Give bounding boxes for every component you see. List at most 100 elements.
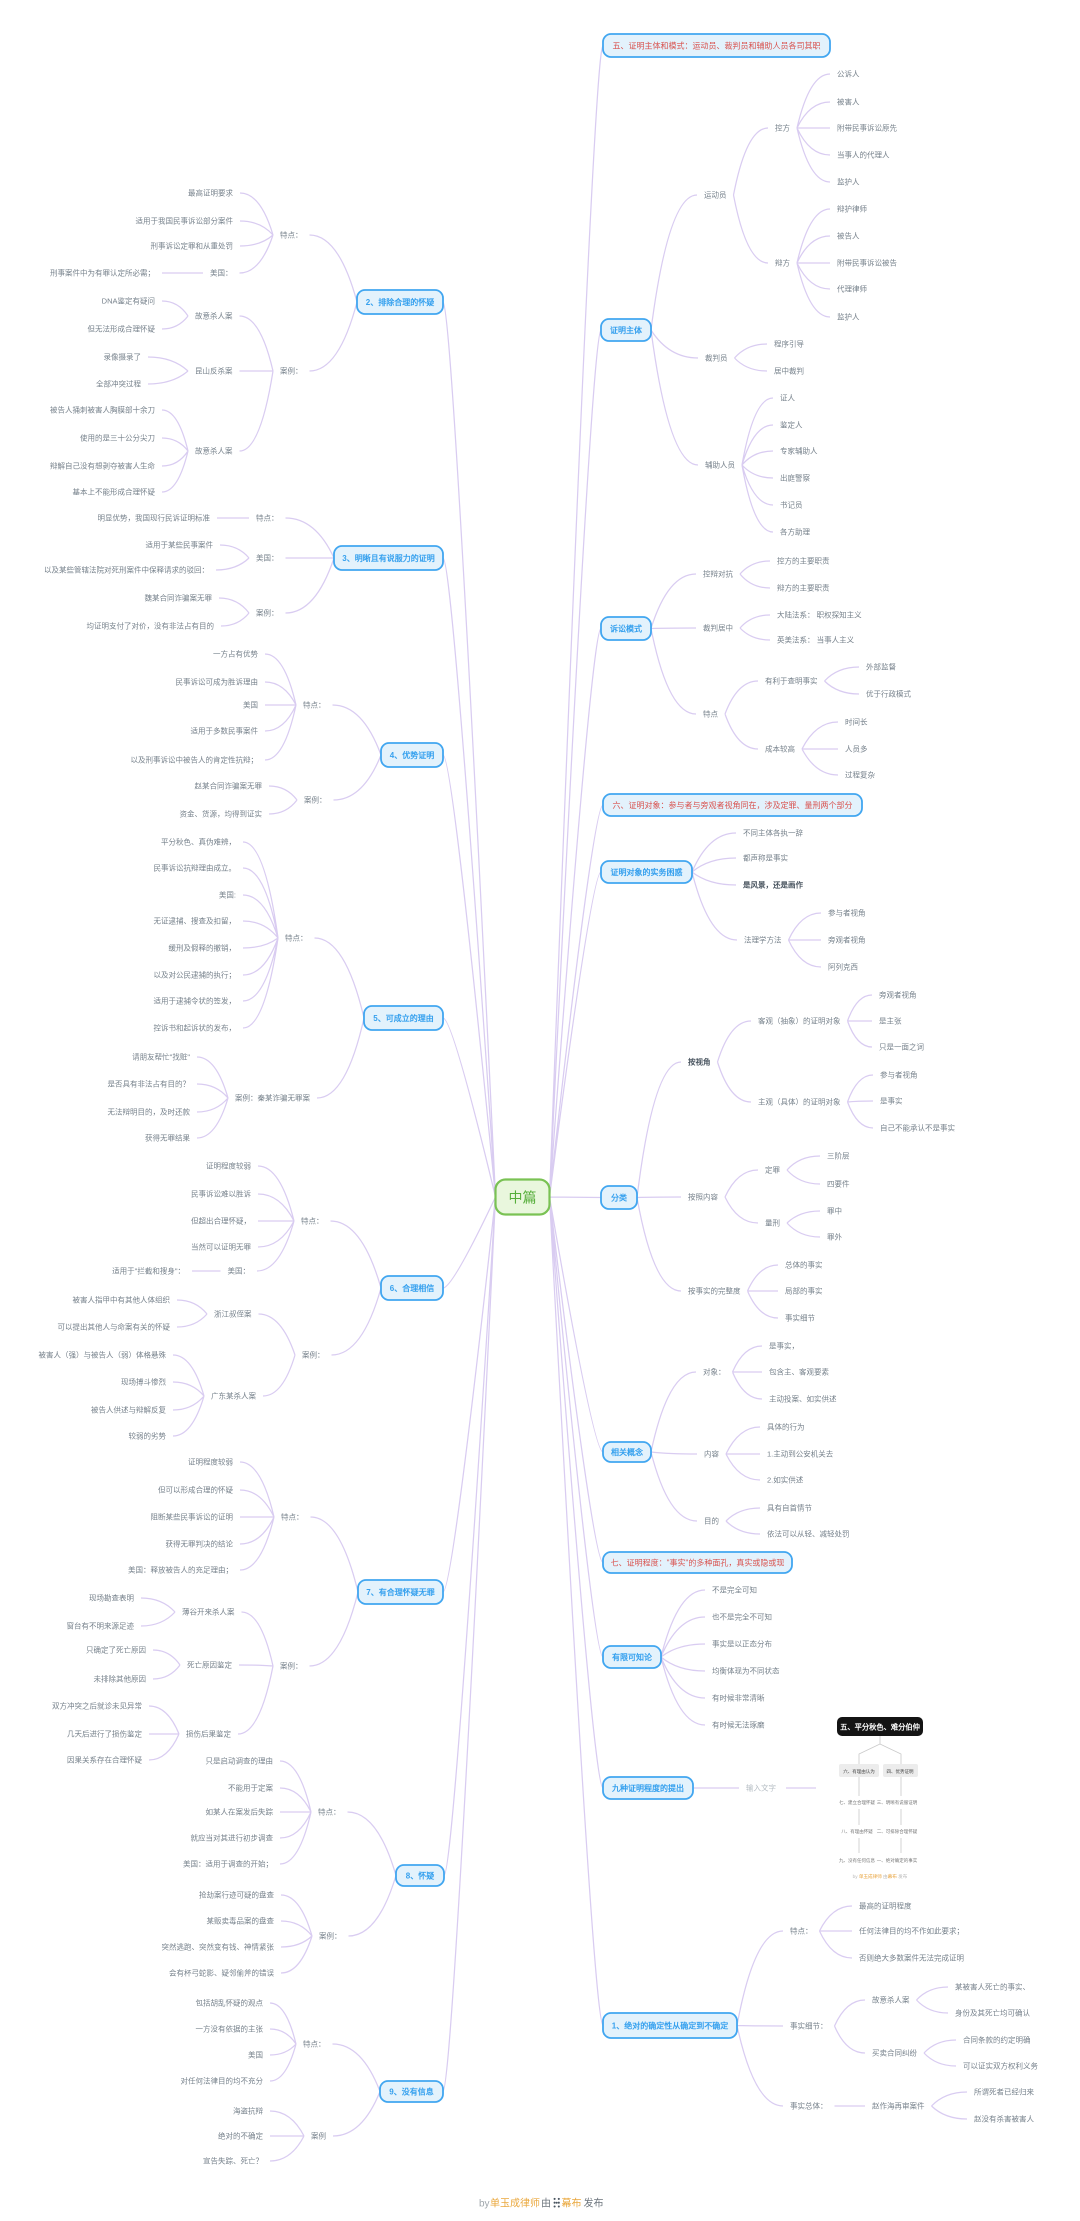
svg-text:不是完全可知: 不是完全可知 xyxy=(712,1585,757,1595)
svg-text:1、绝对的确定性从确定到不确定: 1、绝对的确定性从确定到不确定 xyxy=(612,2020,728,2030)
svg-text:对象：: 对象： xyxy=(703,1367,726,1377)
svg-text:未排除其他原因: 未排除其他原因 xyxy=(94,1674,147,1684)
svg-text:案例：秦某诈骗无罪案: 案例：秦某诈骗无罪案 xyxy=(235,1093,310,1103)
svg-text:平分秋色、真伪难辨，: 平分秋色、真伪难辨， xyxy=(161,837,236,847)
svg-text:但无法形成合理怀疑: 但无法形成合理怀疑 xyxy=(88,324,156,334)
svg-text:证明主体: 证明主体 xyxy=(610,325,643,335)
svg-text:出庭警察: 出庭警察 xyxy=(780,473,810,483)
svg-text:主观（具体）的证明对象: 主观（具体）的证明对象 xyxy=(758,1097,841,1107)
svg-text:三、明晰有说服证明: 三、明晰有说服证明 xyxy=(877,1799,918,1806)
svg-text:具有自首情节: 具有自首情节 xyxy=(767,1503,812,1513)
svg-text:特点：: 特点： xyxy=(303,2039,326,2049)
svg-text:5、可成立的理由: 5、可成立的理由 xyxy=(373,1013,433,1023)
svg-text:总体的事实: 总体的事实 xyxy=(785,1260,823,1270)
svg-text:较弱的劣势: 较弱的劣势 xyxy=(129,1431,167,1441)
svg-text:by 单玉成律师 由幕布 发布: by 单玉成律师 由幕布 发布 xyxy=(853,1873,908,1880)
svg-text:不同主体各执一辞: 不同主体各执一辞 xyxy=(743,828,803,838)
svg-text:六、有理由认为: 六、有理由认为 xyxy=(843,1768,875,1775)
svg-text:以及对公民逮捕的执行；: 以及对公民逮捕的执行； xyxy=(154,970,237,980)
svg-text:当事人的代理人: 当事人的代理人 xyxy=(837,150,890,160)
svg-text:定罪: 定罪 xyxy=(765,1165,780,1175)
svg-text:输入文字: 输入文字 xyxy=(746,1783,776,1793)
svg-text:包括胡乱怀疑的观点: 包括胡乱怀疑的观点 xyxy=(196,1998,264,2008)
svg-text:特点：: 特点： xyxy=(280,230,303,240)
svg-text:突然逃跑、突然变有钱、神情紧张: 突然逃跑、突然变有钱、神情紧张 xyxy=(162,1942,275,1952)
svg-text:五、证明主体和模式：运动员、裁判员和辅助人员各司其职: 五、证明主体和模式：运动员、裁判员和辅助人员各司其职 xyxy=(613,40,821,50)
svg-text:某贩卖毒品案的盘查: 某贩卖毒品案的盘查 xyxy=(207,1916,275,1926)
svg-text:不能用于定案: 不能用于定案 xyxy=(228,1783,273,1793)
svg-text:4、优势证明: 4、优势证明 xyxy=(390,750,434,760)
svg-text:否则绝大多数案件无法完成证明: 否则绝大多数案件无法完成证明 xyxy=(859,1953,964,1963)
svg-text:合同条款的约定明确: 合同条款的约定明确 xyxy=(963,2035,1031,2045)
svg-text:最高证明要求: 最高证明要求 xyxy=(188,188,233,198)
svg-text:人员多: 人员多 xyxy=(845,744,868,754)
svg-text:书记员: 书记员 xyxy=(780,500,803,510)
svg-text:特点：: 特点： xyxy=(301,1216,324,1226)
svg-text:都声称是事实: 都声称是事实 xyxy=(743,853,788,863)
svg-text:民事诉讼难以胜诉: 民事诉讼难以胜诉 xyxy=(191,1189,251,1199)
svg-text:附带民事诉讼被告: 附带民事诉讼被告 xyxy=(837,258,897,268)
svg-text:控辩对抗: 控辩对抗 xyxy=(703,569,733,579)
svg-text:辩解自己没有想剥夺被害人生命: 辩解自己没有想剥夺被害人生命 xyxy=(50,461,155,471)
svg-text:6、合理相信: 6、合理相信 xyxy=(390,1283,434,1293)
svg-text:特点：: 特点： xyxy=(285,933,308,943)
svg-text:8、怀疑: 8、怀疑 xyxy=(406,1870,434,1880)
svg-text:刑事案件中为有罪认定所必需；: 刑事案件中为有罪认定所必需； xyxy=(50,268,155,278)
svg-text:七、证明程度："事实"的多种面孔，真实或隐或现: 七、证明程度："事实"的多种面孔，真实或隐或现 xyxy=(611,1557,785,1567)
svg-text:居中裁判: 居中裁判 xyxy=(774,366,804,376)
svg-text:只是启动调查的理由: 只是启动调查的理由 xyxy=(206,1756,274,1766)
svg-text:昆山反杀案: 昆山反杀案 xyxy=(195,366,233,376)
svg-text:三阶层: 三阶层 xyxy=(827,1151,850,1161)
svg-text:使用的是三十公分尖刀: 使用的是三十公分尖刀 xyxy=(80,433,155,443)
svg-text:被害人指甲中有其他人体组织: 被害人指甲中有其他人体组织 xyxy=(73,1295,171,1305)
svg-text:罪外: 罪外 xyxy=(827,1232,842,1242)
svg-text:资金、货源，均得到证实: 资金、货源，均得到证实 xyxy=(180,809,263,819)
svg-text:六、证明对象：参与者与旁观者视角同在，涉及定罪、量刑两个部分: 六、证明对象：参与者与旁观者视角同在，涉及定罪、量刑两个部分 xyxy=(613,800,853,810)
svg-text:当然可以证明无罪: 当然可以证明无罪 xyxy=(191,1242,251,1252)
svg-text:因果关系存在合理怀疑: 因果关系存在合理怀疑 xyxy=(67,1755,142,1765)
svg-text:以及刑事诉讼中被告人的肯定性抗辩；: 以及刑事诉讼中被告人的肯定性抗辩； xyxy=(131,755,259,765)
svg-text:以及某些管辖法院对死刑案件中保释请求的驳回：: 以及某些管辖法院对死刑案件中保释请求的驳回： xyxy=(44,565,209,575)
svg-text:无法辩明目的，及时还款: 无法辩明目的，及时还款 xyxy=(108,1107,191,1117)
svg-text:适用于逮捕令状的签发，: 适用于逮捕令状的签发， xyxy=(154,996,237,1006)
svg-text:也不是完全不可知: 也不是完全不可知 xyxy=(712,1612,772,1622)
svg-text:二、可排除合理怀疑: 二、可排除合理怀疑 xyxy=(877,1828,918,1835)
svg-text:七、建立合理怀疑: 七、建立合理怀疑 xyxy=(839,1799,875,1806)
svg-text:按视角: 按视角 xyxy=(688,1057,711,1067)
svg-text:八、有理由怀疑: 八、有理由怀疑 xyxy=(841,1828,873,1835)
svg-text:事实是以正态分布: 事实是以正态分布 xyxy=(712,1639,772,1649)
svg-text:专家辅助人: 专家辅助人 xyxy=(780,446,818,456)
svg-text:量刑: 量刑 xyxy=(765,1219,780,1228)
svg-text:浙江叔侄案: 浙江叔侄案 xyxy=(214,1309,252,1319)
svg-text:证人: 证人 xyxy=(780,394,795,403)
svg-text:民事诉讼可成为胜诉理由: 民事诉讼可成为胜诉理由 xyxy=(176,677,259,687)
svg-text:广东某杀人案: 广东某杀人案 xyxy=(211,1391,256,1401)
svg-text:海盗抗辩: 海盗抗辩 xyxy=(233,2106,263,2116)
svg-text:阿列克西: 阿列克西 xyxy=(828,962,858,972)
svg-text:赵作海再审案件: 赵作海再审案件 xyxy=(872,2101,925,2111)
svg-text:案例：: 案例： xyxy=(256,608,279,618)
svg-text:辩方: 辩方 xyxy=(775,258,790,268)
svg-text:有利于查明事实: 有利于查明事实 xyxy=(765,676,818,686)
svg-text:事实细节：: 事实细节： xyxy=(790,2021,828,2031)
svg-text:刑事诉讼定罪和从重处罚: 刑事诉讼定罪和从重处罚 xyxy=(151,241,234,251)
svg-text:成本较高: 成本较高 xyxy=(765,744,795,754)
svg-text:3、明晰且有说服力的证明: 3、明晰且有说服力的证明 xyxy=(342,553,434,563)
svg-text:抢劫案行迹可疑的盘查: 抢劫案行迹可疑的盘查 xyxy=(199,1890,274,1900)
svg-text:由: 由 xyxy=(541,2197,551,2210)
svg-text:获得无罪结果: 获得无罪结果 xyxy=(145,1133,190,1143)
svg-text:赵没有杀害被害人: 赵没有杀害被害人 xyxy=(974,2114,1034,2124)
svg-text:一、绝对确定的事实: 一、绝对确定的事实 xyxy=(877,1857,918,1864)
svg-text:特点: 特点 xyxy=(703,709,718,719)
svg-text:无证逮捕、搜查及扣留，: 无证逮捕、搜查及扣留， xyxy=(154,916,237,926)
svg-text:特点：: 特点： xyxy=(790,1926,813,1936)
svg-text:by: by xyxy=(479,2199,490,2210)
svg-text:身份及其死亡均可确认: 身份及其死亡均可确认 xyxy=(955,2008,1030,2018)
svg-text:案例：: 案例： xyxy=(319,1931,342,1941)
svg-text:会有杯弓蛇影、疑邻偷斧的错误: 会有杯弓蛇影、疑邻偷斧的错误 xyxy=(169,1968,274,1978)
svg-text:监护人: 监护人 xyxy=(837,177,860,187)
svg-text:事实总体：: 事实总体： xyxy=(790,2101,828,2111)
svg-text:证明对象的实务困惑: 证明对象的实务困惑 xyxy=(611,867,683,877)
svg-text:死亡原因鉴定: 死亡原因鉴定 xyxy=(187,1660,232,1670)
svg-text:是风景，还是画作: 是风景，还是画作 xyxy=(742,880,803,890)
